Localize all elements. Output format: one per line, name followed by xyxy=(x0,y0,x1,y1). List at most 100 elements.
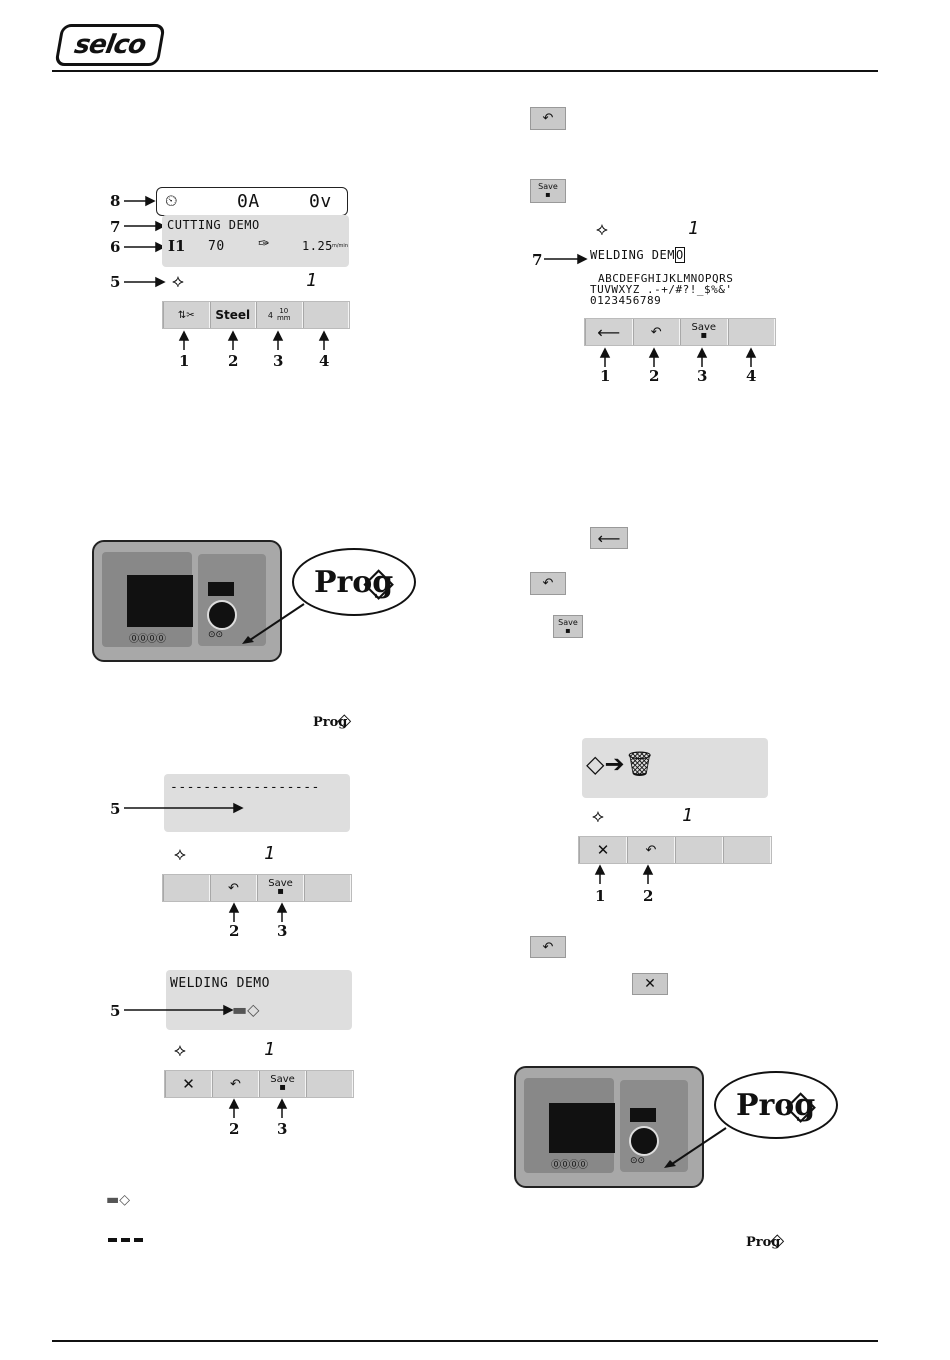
softkey-1[interactable]: ⟵ xyxy=(585,319,633,345)
name-field[interactable]: WELDING DEMO xyxy=(590,247,685,263)
back-key-1: ↶ xyxy=(530,107,566,130)
button-number-3: 3 xyxy=(277,922,288,940)
current-label: I1 xyxy=(168,237,186,255)
softkey-2[interactable]: ↶ xyxy=(632,319,680,345)
softkey-2[interactable]: Steel xyxy=(209,302,256,328)
softkey-3[interactable]: Save▪ xyxy=(257,875,304,901)
button-number-2: 2 xyxy=(229,1120,240,1138)
program-name: CUTTING DEMO xyxy=(167,218,260,232)
softkey-bar: ✕ ↶ xyxy=(578,836,772,864)
undo-icon: ↶ xyxy=(542,111,554,126)
save-label: Save xyxy=(268,878,293,889)
program-number: 1 xyxy=(264,843,276,864)
program-memory-icon: ⟡ xyxy=(592,806,604,827)
softkey-4[interactable] xyxy=(723,837,771,863)
display-screen: CUTTING DEMO I1 70 ✑ 1.25 m/min xyxy=(162,215,349,267)
callout-5: 5 xyxy=(110,800,121,818)
delete-x-icon: ✕ xyxy=(596,841,610,859)
logo-text: selco xyxy=(72,30,148,60)
panel-small-display xyxy=(630,1108,656,1122)
empty-name-dashes: ------------------ xyxy=(170,780,320,795)
softkey-bar: ⟵ ↶ Save▪ xyxy=(584,318,776,346)
panel-softkeys: ⓪⓪⓪⓪ xyxy=(551,1160,588,1171)
softkey-1[interactable]: ✕ xyxy=(579,837,627,863)
button-number-3: 3 xyxy=(273,352,284,370)
button-number-1: 1 xyxy=(600,367,611,385)
backspace-key: ⟵ xyxy=(590,527,628,549)
undo-icon: ↶ xyxy=(230,1076,241,1092)
empty-dashes-legend-icon xyxy=(108,1238,144,1242)
charset[interactable]: ABCDEFGHIJKLMNOPQRS TUVWXYZ .-+/#?!_$%&'… xyxy=(590,273,733,306)
callout-7: 7 xyxy=(110,218,121,236)
softkey-1[interactable]: ✕ xyxy=(165,1071,212,1097)
inline-prog-text: Prog xyxy=(313,715,348,730)
undo-icon: ↶ xyxy=(542,939,554,955)
softkey-2[interactable]: ↶ xyxy=(627,837,675,863)
panel-prog-keys[interactable]: ⊙⊙ xyxy=(630,1156,646,1166)
callout-arrows xyxy=(594,864,654,884)
softkey-4[interactable] xyxy=(727,319,775,345)
delete-to-bin-icon: ◇➔🗑 xyxy=(586,750,656,778)
torch-speed-icon: ✑ xyxy=(258,236,270,252)
program-number: 1 xyxy=(306,270,318,291)
speed-unit: m/min xyxy=(332,243,348,249)
memory-chip-icon: ▬◇ xyxy=(232,1000,260,1019)
panel-control-area xyxy=(198,554,266,646)
prog-diamond-icon: ◇ xyxy=(770,1230,785,1251)
save-key-2: Save▪ xyxy=(553,615,583,638)
memory-chip-legend-icon: ▬◇ xyxy=(106,1192,130,1208)
program-number: 1 xyxy=(264,1039,276,1060)
panel-prog-keys[interactable]: ⊙⊙ xyxy=(208,630,224,640)
display-screen: WELDING DEMO ▬◇ xyxy=(166,970,352,1030)
softkey-4[interactable] xyxy=(306,1071,353,1097)
thickness-number: 10 xyxy=(279,307,289,315)
save-label: Save xyxy=(691,322,717,333)
delete-key: ✕ xyxy=(632,973,668,995)
softkey-3[interactable]: Save▪ xyxy=(680,319,728,345)
softkey-2[interactable]: ↶ xyxy=(212,1071,259,1097)
button-number-2: 2 xyxy=(229,922,240,940)
figure-cutting-display: 8 7 6 5 ⏲ 0A 0v CUTTING DEMO I1 70 ✑ 1.2… xyxy=(100,180,360,380)
softkey-3[interactable]: 4 10 mm xyxy=(256,302,303,328)
thickness-value: 10 mm xyxy=(277,308,291,322)
softkey-2[interactable]: ↶ xyxy=(210,875,257,901)
display-screen: ------------------ xyxy=(164,774,350,832)
panel-knob[interactable] xyxy=(629,1126,659,1156)
figure-delete-program: ◇➔🗑 ⟡ 1 ✕ ↶ 1 2 xyxy=(578,736,778,911)
panel-small-display xyxy=(208,582,234,596)
prog-label: Prog xyxy=(313,564,394,600)
floppy-icon: ▪ xyxy=(700,330,708,341)
bubble-pointer xyxy=(664,1127,727,1168)
undo-icon: ↶ xyxy=(542,576,554,591)
save-key-1: Save▪ xyxy=(530,179,566,203)
save-label: Save xyxy=(270,1074,295,1085)
meter-box: ⏲ 0A 0v xyxy=(156,187,348,216)
softkey-1[interactable] xyxy=(163,875,210,901)
program-memory-icon: ⟡ xyxy=(174,844,186,865)
softkey-3[interactable] xyxy=(675,837,723,863)
softkey-bar: ⇅✂ Steel 4 10 mm xyxy=(162,301,350,329)
softkey-1[interactable]: ⇅✂ xyxy=(163,302,210,328)
callout-arrows xyxy=(544,253,757,367)
footer-rule xyxy=(52,1340,878,1342)
back-key-2: ↶ xyxy=(530,572,566,595)
panel-knob[interactable] xyxy=(207,600,237,630)
name-text: WELDING DEM xyxy=(590,248,675,262)
softkey-4[interactable] xyxy=(304,875,351,901)
button-number-4: 4 xyxy=(746,367,757,385)
softkey-4[interactable] xyxy=(302,302,349,328)
softkey-3[interactable]: Save▪ xyxy=(259,1071,306,1097)
button-number-1: 1 xyxy=(179,352,190,370)
meter-current: 0A xyxy=(237,191,260,212)
button-number-3: 3 xyxy=(277,1120,288,1138)
name-cursor: O xyxy=(674,247,685,263)
figure-name-edit: ⟡ 1 7 WELDING DEMO ABCDEFGHIJKLMNOPQRS T… xyxy=(530,215,790,390)
inline-prog-icon: Prog◇ xyxy=(313,710,351,731)
panel-lcd xyxy=(127,575,193,627)
prog-diamond-icon: ◇ xyxy=(363,559,395,605)
callout-5: 5 xyxy=(110,1002,121,1020)
button-number-2: 2 xyxy=(649,367,660,385)
callout-6: 6 xyxy=(110,238,121,256)
panel-softkeys: ⓪⓪⓪⓪ xyxy=(129,634,166,645)
material-label: Steel xyxy=(215,308,251,322)
